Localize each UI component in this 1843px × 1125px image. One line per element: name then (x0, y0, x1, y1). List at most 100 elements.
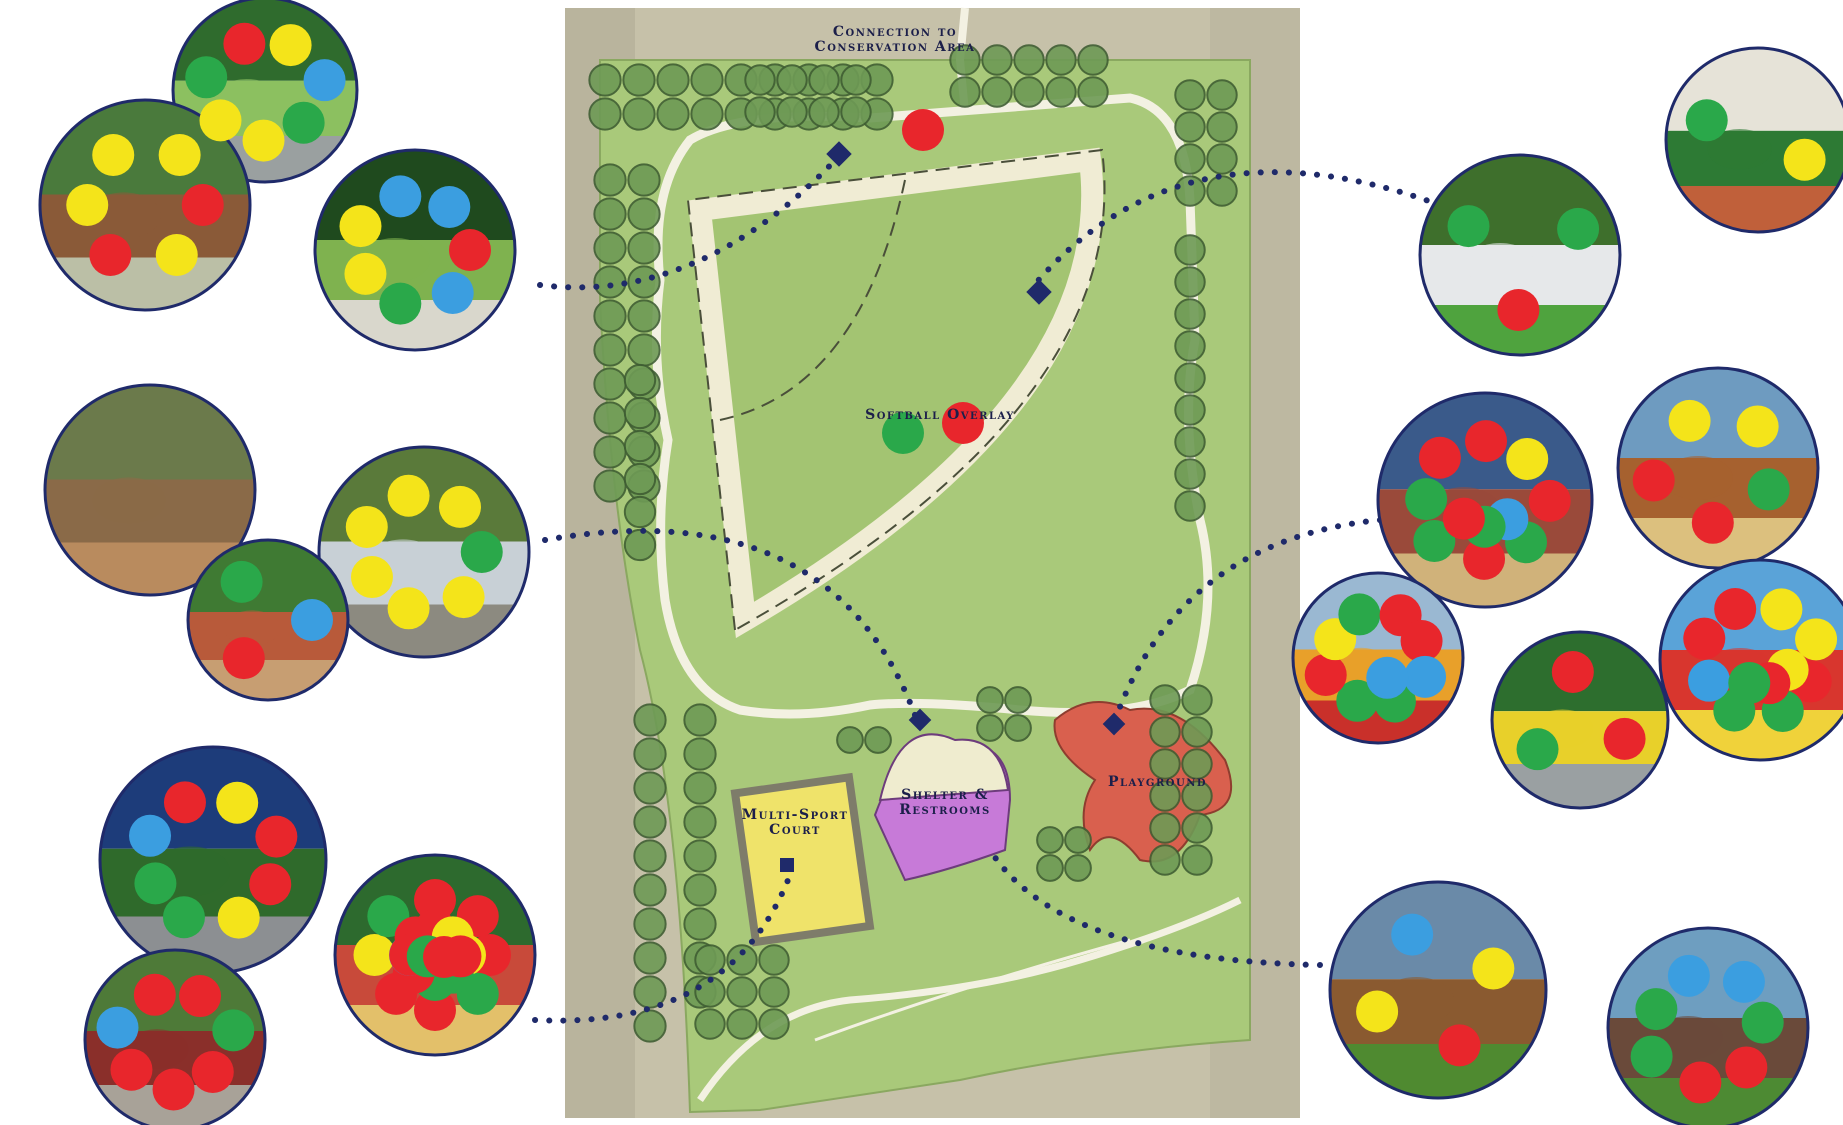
photo-frame (1658, 558, 1843, 762)
photo-frame (313, 148, 517, 352)
vote-dot-blue (379, 175, 422, 218)
vote-dot-red (255, 815, 298, 858)
vote-dot-yellow (155, 234, 198, 277)
vote-dot-green (1728, 662, 1771, 705)
tree (1149, 844, 1181, 876)
tree (694, 944, 726, 976)
tree (593, 197, 627, 231)
tree (593, 401, 627, 435)
tree (588, 97, 622, 131)
vote-dot-green (1338, 593, 1381, 636)
photo-sky (1618, 368, 1818, 458)
vote-dot-blue (291, 599, 333, 641)
tree (1149, 748, 1181, 780)
tree (976, 686, 1004, 714)
vote-dot-red (179, 975, 222, 1018)
tree (1174, 426, 1206, 458)
vote-dot-yellow (1736, 405, 1779, 448)
vote-dot-green (379, 282, 422, 325)
tree (633, 873, 667, 907)
tree (622, 63, 656, 97)
vote-dot-yellow (442, 576, 485, 619)
vote-dot-blue (129, 814, 172, 857)
tree (1013, 76, 1045, 108)
vote-dot-green (282, 101, 325, 144)
tree (1149, 780, 1181, 812)
vote-dot-red (133, 973, 176, 1016)
tree (808, 64, 840, 96)
tree (1013, 44, 1045, 76)
vote-dot-blue (1404, 655, 1447, 698)
vote-dot-red (1683, 617, 1726, 660)
photo-frame (83, 948, 267, 1125)
tree (1045, 76, 1077, 108)
tree (683, 873, 717, 907)
vote-dot-red (1438, 1024, 1481, 1067)
photo-feature (1663, 456, 1733, 500)
tree (1064, 826, 1092, 854)
tree (1149, 716, 1181, 748)
vote-dot-red (152, 1068, 195, 1111)
trail-arrow-marker (826, 141, 852, 167)
vote-dot-yellow (387, 587, 430, 630)
tree (1077, 76, 1109, 108)
vote-dot-blue (1667, 954, 1710, 997)
tree (758, 976, 790, 1008)
tree (1181, 812, 1213, 844)
tree (1206, 143, 1238, 175)
tree (1149, 684, 1181, 716)
tree (633, 805, 667, 839)
photo-frame (43, 383, 257, 597)
vote-dot-red (1551, 650, 1594, 693)
tree (593, 163, 627, 197)
tree (633, 907, 667, 941)
photo-frame (1664, 46, 1843, 234)
tree (1004, 686, 1032, 714)
tree (623, 462, 657, 496)
tree (683, 771, 717, 805)
tree (627, 163, 661, 197)
vote-dot-red (1603, 717, 1646, 760)
vote-dot-green (1557, 207, 1600, 250)
tree (776, 96, 808, 128)
shelter-label: Shelter & Restrooms (899, 787, 991, 819)
court-arrow-marker (780, 858, 794, 872)
tree (593, 265, 627, 299)
tree (683, 839, 717, 873)
photo-feature (92, 477, 166, 524)
vote-dot-yellow (387, 474, 430, 517)
vote-dot-yellow (339, 205, 382, 248)
tree (633, 941, 667, 975)
vote-dot-red (163, 781, 206, 824)
tree (627, 333, 661, 367)
dot-votes (66, 22, 1838, 1111)
tree (1206, 175, 1238, 207)
vote-dot-green (162, 896, 205, 939)
tree (1174, 234, 1206, 266)
photo-frame (38, 98, 252, 312)
tree (1174, 79, 1206, 111)
tree (726, 976, 758, 1008)
vote-dot-blue (431, 272, 474, 315)
vote-dot-red (1304, 653, 1347, 696)
tree (1149, 812, 1181, 844)
vote-dot-green (134, 862, 177, 905)
tree (588, 63, 622, 97)
shelter-roof (878, 733, 1010, 802)
vote-dot-yellow (199, 99, 242, 142)
softball-field-dashes (686, 148, 1106, 632)
pavilion-photo-open-pavilion (1330, 882, 1546, 1098)
vote-dot-red (1691, 501, 1734, 544)
tree (1174, 111, 1206, 143)
tree (623, 396, 657, 430)
tree (1174, 490, 1206, 522)
tree (1174, 298, 1206, 330)
vote-dot-green (1630, 1035, 1673, 1078)
cafe-seating-photo-outdoor-seating (188, 540, 348, 700)
tree (981, 76, 1013, 108)
tree (726, 944, 758, 976)
tree (1174, 394, 1206, 426)
tree (1174, 330, 1206, 362)
connector-pavilion (987, 847, 1323, 968)
